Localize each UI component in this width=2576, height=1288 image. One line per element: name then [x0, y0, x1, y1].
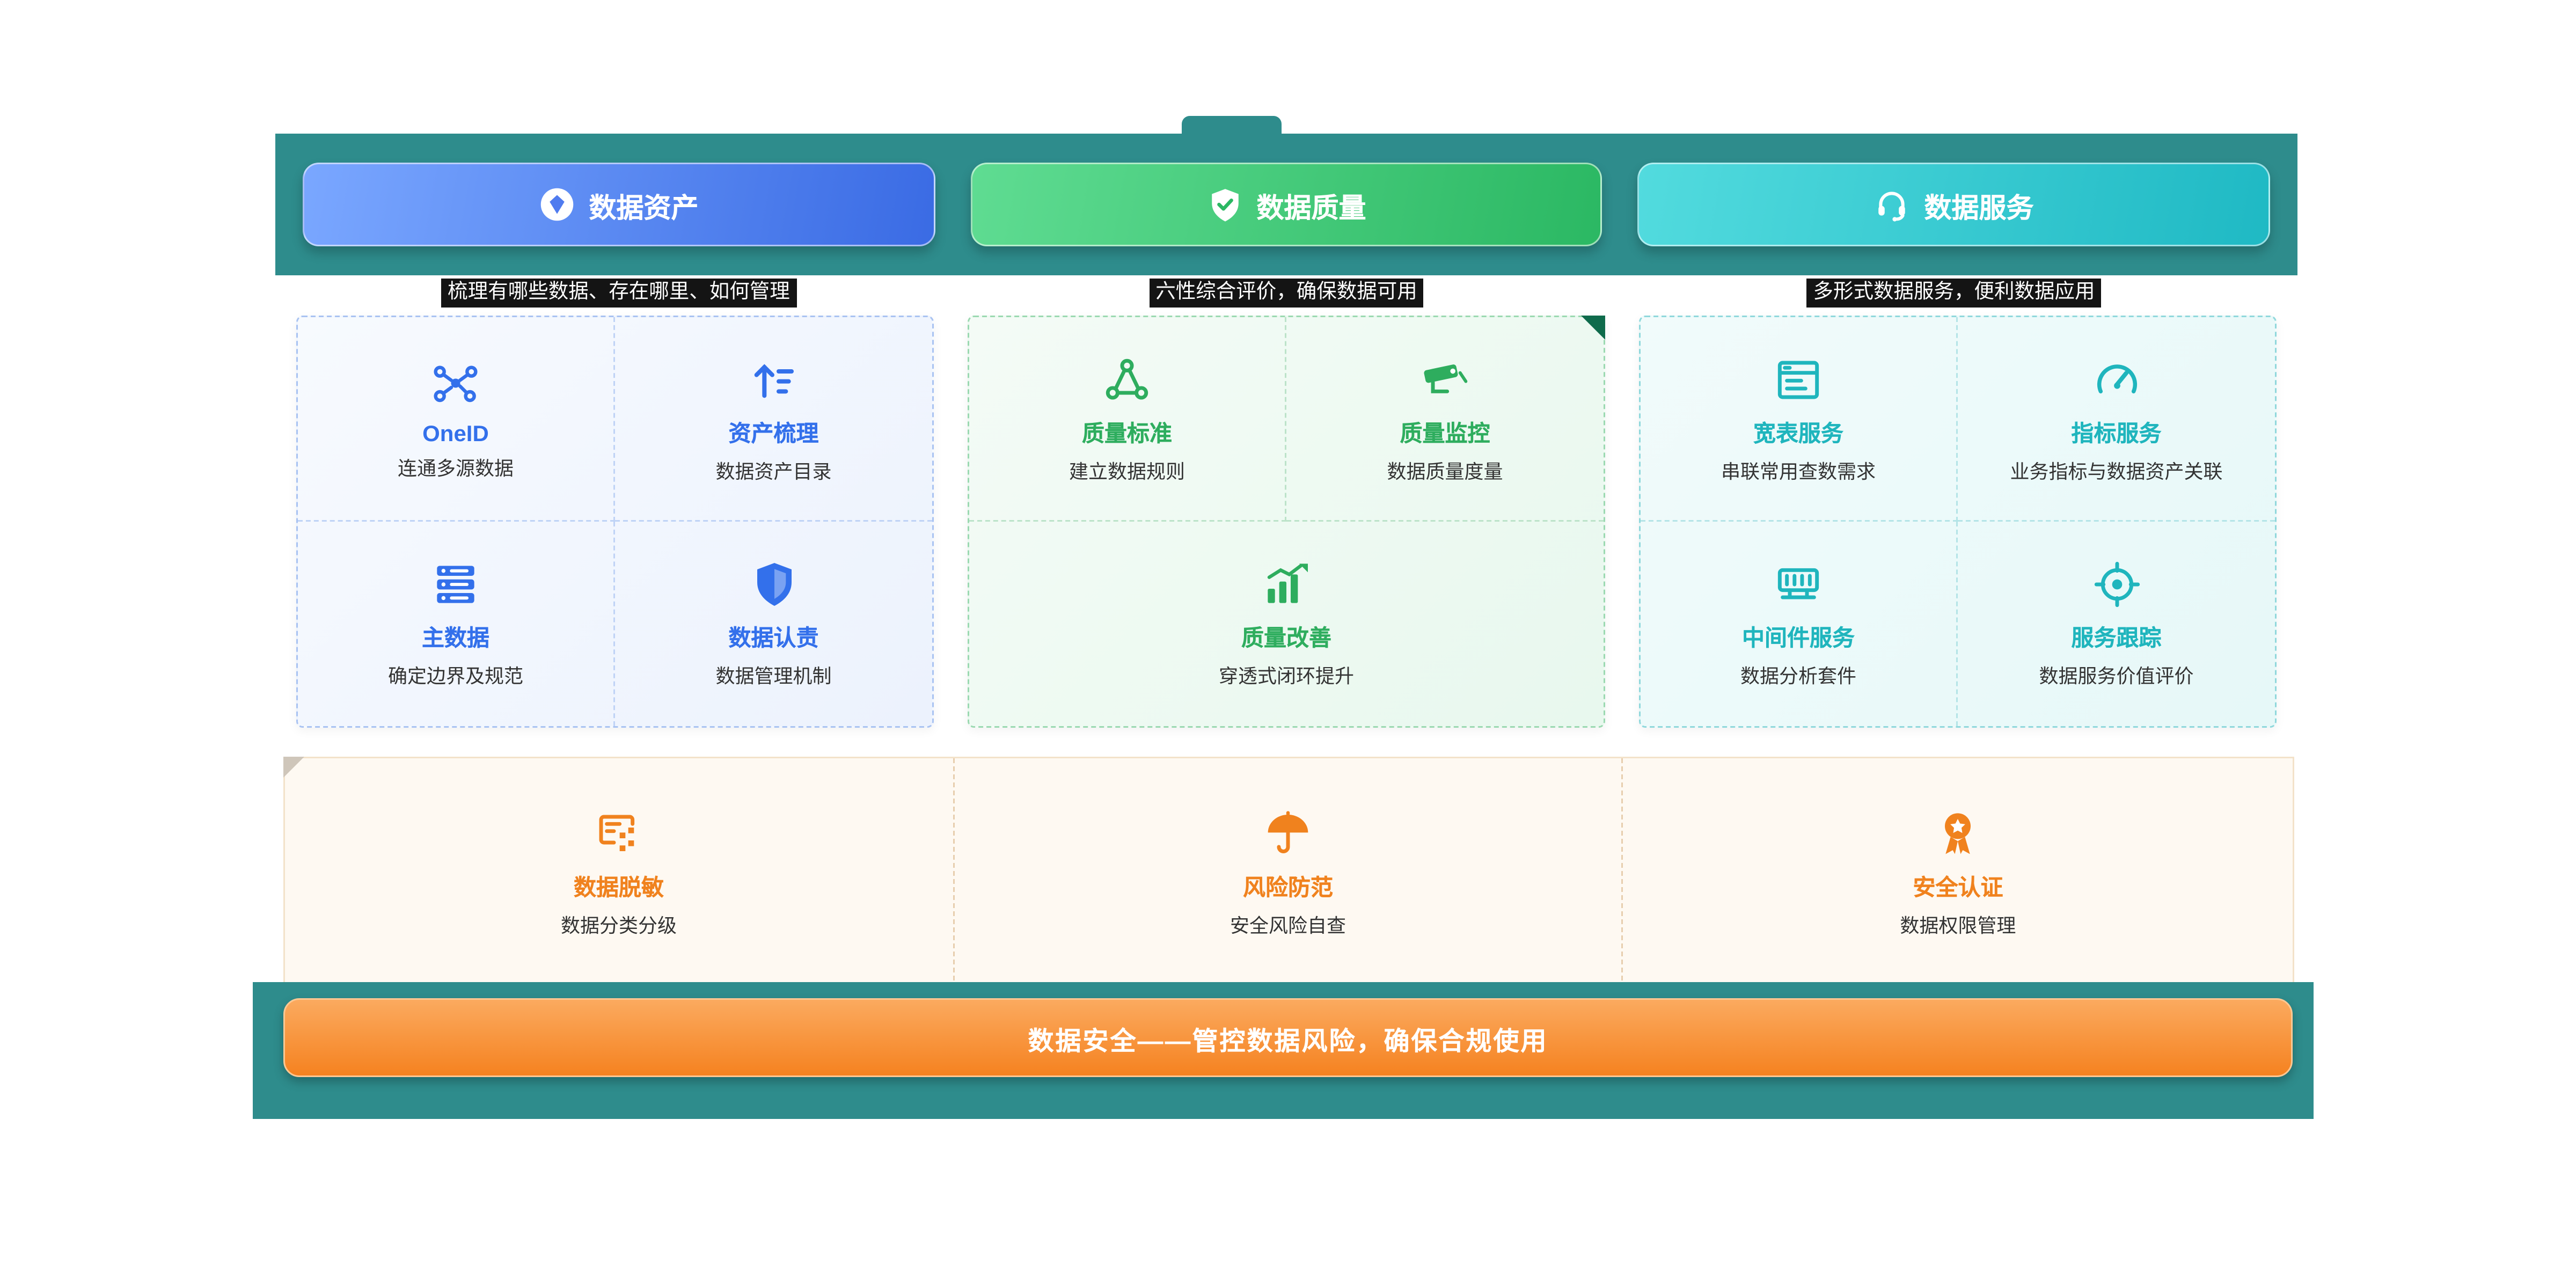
security-banner-text: 数据安全——管控数据风险，确保合规使用 — [1028, 1028, 1548, 1056]
security-item-desc: 数据分类分级 — [560, 914, 677, 937]
wide-table-icon — [1773, 354, 1824, 405]
card-desc: 数据质量度量 — [1387, 459, 1503, 482]
card-desc: 连通多源数据 — [397, 456, 514, 479]
data-mask-icon — [593, 808, 645, 860]
target-icon — [2091, 559, 2142, 610]
bottom-banner-band: 数据安全——管控数据风险，确保合规使用 — [253, 982, 2314, 1119]
card-service-tracking: 服务跟踪 数据服务价值评价 — [1958, 522, 2275, 726]
pillar-button-data-quality[interactable]: 数据质量 — [970, 163, 1603, 246]
card-title: 数据认责 — [728, 625, 819, 650]
rising-chart-icon — [1261, 559, 1312, 610]
pillar-button-label: 数据质量 — [1256, 192, 1366, 223]
corner-fold-decoration — [283, 757, 304, 778]
corner-fold-decoration — [1581, 316, 1605, 340]
card-title: 指标服务 — [2071, 419, 2162, 445]
sort-up-icon — [748, 354, 800, 405]
card-title: 宽表服务 — [1753, 419, 1843, 445]
card-title: 主数据 — [422, 625, 489, 650]
pillar-button-data-assets[interactable]: 数据资产 — [303, 163, 935, 246]
card-title: OneID — [422, 419, 489, 445]
security-item-masking: 数据脱敏 数据分类分级 — [285, 758, 954, 989]
subtitle-data-services: 多形式数据服务，便利数据应用 — [1806, 279, 2102, 307]
umbrella-icon — [1262, 808, 1314, 860]
card-middleware-service: 中间件服务 数据分析套件 — [1641, 522, 1958, 726]
pillar-button-data-services[interactable]: 数据服务 — [1638, 163, 2271, 246]
card-desc: 数据管理机制 — [715, 665, 832, 687]
panel-data-quality: 质量标准 建立数据规则 质量监控 数据质量度量 质量改善 穿透式闭环提升 — [968, 316, 1605, 728]
card-desc: 建立数据规则 — [1069, 459, 1185, 482]
card-desc: 数据服务价值评价 — [2039, 665, 2194, 687]
security-banner: 数据安全——管控数据风险，确保合规使用 — [283, 998, 2293, 1077]
node-triangle-icon — [1101, 354, 1153, 405]
panel-data-services: 宽表服务 串联常用查数需求 指标服务 业务指标与数据资产关联 中间件服务 数据分… — [1639, 316, 2277, 728]
card-quality-standard: 质量标准 建立数据规则 — [969, 317, 1286, 522]
cctv-camera-icon — [1419, 354, 1471, 405]
subtitle-data-assets: 梳理有哪些数据、存在哪里、如何管理 — [441, 279, 796, 307]
diamond-circle-icon — [539, 187, 574, 222]
security-item-desc: 安全风险自查 — [1230, 914, 1346, 937]
pillar-button-label: 数据服务 — [1924, 192, 2034, 223]
top-banner-band: 数据资产 数据质量 数据服务 — [275, 134, 2297, 275]
panel-data-assets: OneID 连通多源数据 资产梳理 数据资产目录 主数据 确定边界及规范 — [296, 316, 934, 728]
card-desc: 串联常用查数需求 — [1721, 459, 1876, 482]
network-nodes-icon — [430, 357, 481, 408]
card-desc: 业务指标与数据资产关联 — [2010, 459, 2223, 482]
subtitle-data-quality: 六性综合评价，确保数据可用 — [1149, 279, 1424, 307]
card-title: 质量标准 — [1082, 419, 1172, 445]
card-oneid: OneID 连通多源数据 — [298, 317, 615, 522]
card-desc: 穿透式闭环提升 — [1218, 665, 1354, 687]
security-item-title: 风险防范 — [1242, 874, 1333, 900]
card-data-accountability: 数据认责 数据管理机制 — [615, 522, 932, 726]
security-item-title: 安全认证 — [1913, 874, 2003, 900]
card-desc: 数据分析套件 — [1740, 665, 1856, 687]
card-asset-catalog: 资产梳理 数据资产目录 — [615, 317, 932, 522]
security-item-desc: 数据权限管理 — [1900, 914, 2016, 937]
security-item-title: 数据脱敏 — [573, 874, 664, 900]
card-title: 资产梳理 — [728, 419, 819, 445]
subtitles-row: 梳理有哪些数据、存在哪里、如何管理 六性综合评价，确保数据可用 多形式数据服务，… — [275, 277, 2297, 307]
card-desc: 数据资产目录 — [715, 459, 832, 482]
middleware-icon — [1773, 559, 1824, 610]
card-wide-table-service: 宽表服务 串联常用查数需求 — [1641, 317, 1958, 522]
headset-icon — [1875, 187, 1910, 222]
gauge-icon — [2091, 354, 2142, 405]
card-title: 质量改善 — [1241, 625, 1331, 650]
pillar-button-label: 数据资产 — [589, 192, 699, 223]
panels-row: OneID 连通多源数据 资产梳理 数据资产目录 主数据 确定边界及规范 — [275, 316, 2297, 728]
shield-check-icon — [1207, 187, 1242, 222]
card-title: 中间件服务 — [1742, 625, 1855, 650]
card-title: 质量监控 — [1400, 419, 1490, 445]
security-item-certification: 安全认证 数据权限管理 — [1623, 758, 2293, 989]
card-quality-improvement: 质量改善 穿透式闭环提升 — [969, 522, 1604, 726]
security-panel: 数据脱敏 数据分类分级 风险防范 安全风险自查 安全认证 数据权限管理 — [283, 757, 2294, 990]
card-master-data: 主数据 确定边界及规范 — [298, 522, 615, 726]
shield-icon — [748, 559, 800, 610]
card-metric-service: 指标服务 业务指标与数据资产关联 — [1958, 317, 2275, 522]
card-title: 服务跟踪 — [2071, 625, 2162, 650]
card-desc: 确定边界及规范 — [387, 665, 523, 687]
card-quality-monitoring: 质量监控 数据质量度量 — [1286, 317, 1604, 522]
server-stack-icon — [430, 559, 481, 610]
badge-star-icon — [1932, 808, 1984, 860]
security-item-risk: 风险防范 安全风险自查 — [954, 758, 1623, 989]
